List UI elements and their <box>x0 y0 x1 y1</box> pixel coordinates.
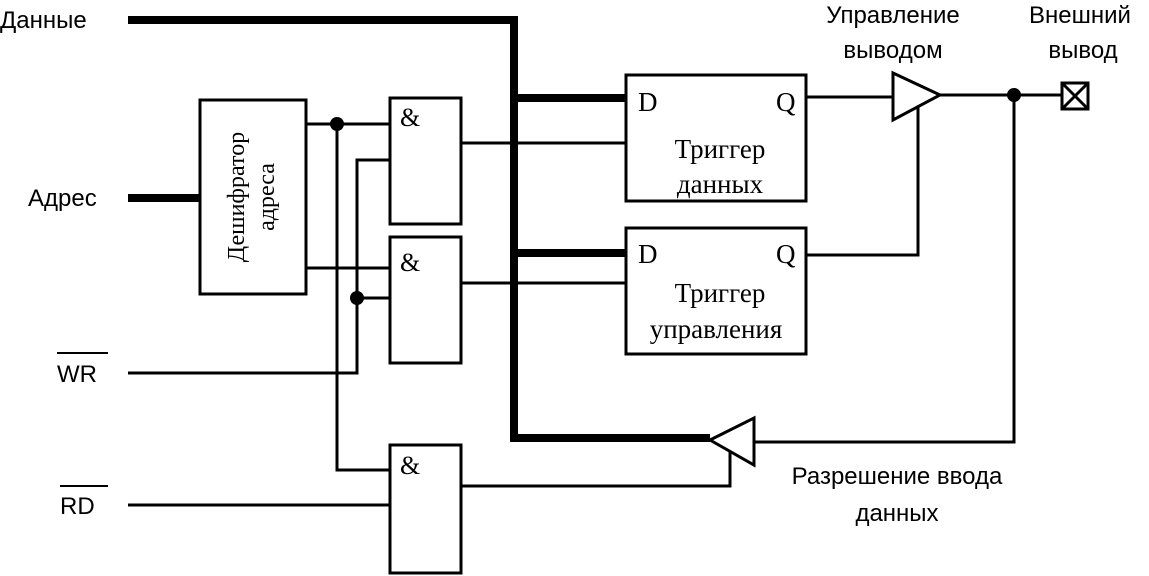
output-buffer-triangle <box>891 70 944 123</box>
decoder-label-line1: Дешифратор <box>224 132 250 262</box>
data-input-label: Данные <box>0 7 87 34</box>
junction-dot <box>350 291 364 305</box>
d-input-label: D <box>638 239 658 269</box>
d-input-label: D <box>638 87 658 117</box>
decoder-label-line2: адреса <box>254 163 280 231</box>
and-symbol: & <box>400 103 420 132</box>
external-pin-label-line2: вывод <box>1048 37 1117 64</box>
and-gate-read: & <box>388 443 463 575</box>
junction-dot <box>1007 88 1021 102</box>
flip-flop-label-line2: управления <box>650 314 783 344</box>
output-control-label-line2: выводом <box>843 37 942 64</box>
input-enable-label-line1: Разрешение ввода <box>792 463 1003 490</box>
input-enable-label-line2: данных <box>855 500 938 527</box>
q-output-label: Q <box>776 87 796 117</box>
flip-flop-label-line1: Триггер <box>675 134 766 164</box>
rd-signal-label: RD <box>60 485 108 520</box>
and-gate-write-data: & <box>388 96 463 226</box>
rd-label: RD <box>60 493 95 520</box>
flip-flop-label-line1: Триггер <box>675 278 766 308</box>
flip-flop-label-line2: данных <box>677 169 764 199</box>
control-flip-flop: D Q Триггер управления <box>624 226 808 356</box>
data-flip-flop: D Q Триггер данных <box>624 73 808 203</box>
data-bus <box>128 16 710 442</box>
wr-label: WR <box>57 361 97 388</box>
input-buffer-triangle <box>706 415 756 468</box>
control-wires <box>128 93 1062 507</box>
output-control-label-line1: Управление <box>826 2 959 29</box>
wr-signal-label: WR <box>57 352 108 388</box>
junction-dot <box>330 117 344 131</box>
external-pin-icon <box>1060 81 1090 111</box>
address-decoder: Дешифратор адреса <box>198 98 308 296</box>
and-gate-write-control: & <box>388 235 463 365</box>
address-input-label: Адрес <box>28 185 97 212</box>
q-output-label: Q <box>776 239 796 269</box>
and-symbol: & <box>400 451 420 480</box>
and-symbol: & <box>400 248 420 277</box>
external-pin-label-line1: Внешний <box>1029 2 1131 29</box>
